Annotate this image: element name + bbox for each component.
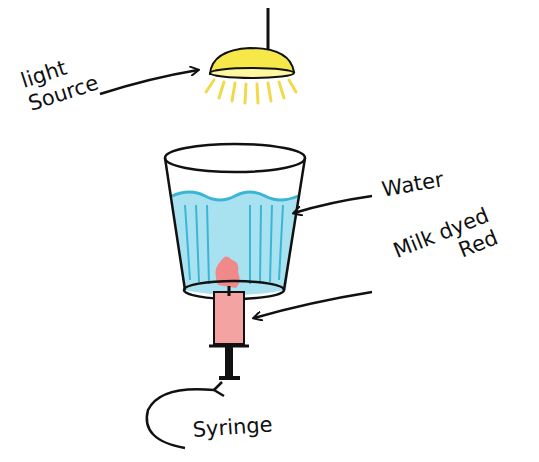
leader-arrow [100,70,198,94]
water [172,192,298,295]
cup-side [284,158,305,290]
syringe-plunger [225,346,233,376]
callout-label: Milk dyed Red [372,203,501,293]
water-surface [172,192,298,200]
light-rays [206,80,296,103]
leader-arrow [294,196,372,213]
lamp-cord [267,8,270,50]
callout-label: Water [380,167,445,202]
arrow-head [214,382,224,396]
callout-label: Syringe [192,412,273,442]
dyed-milk [215,256,239,288]
syringe-barrel [214,292,244,344]
lamp-rim [210,68,294,78]
cup-side [165,158,185,290]
cup-rim [165,144,305,172]
syringe-tip [228,286,231,296]
leader-arrow [254,292,372,318]
plunger-head [219,376,240,380]
callout-label: light Source [18,44,114,116]
